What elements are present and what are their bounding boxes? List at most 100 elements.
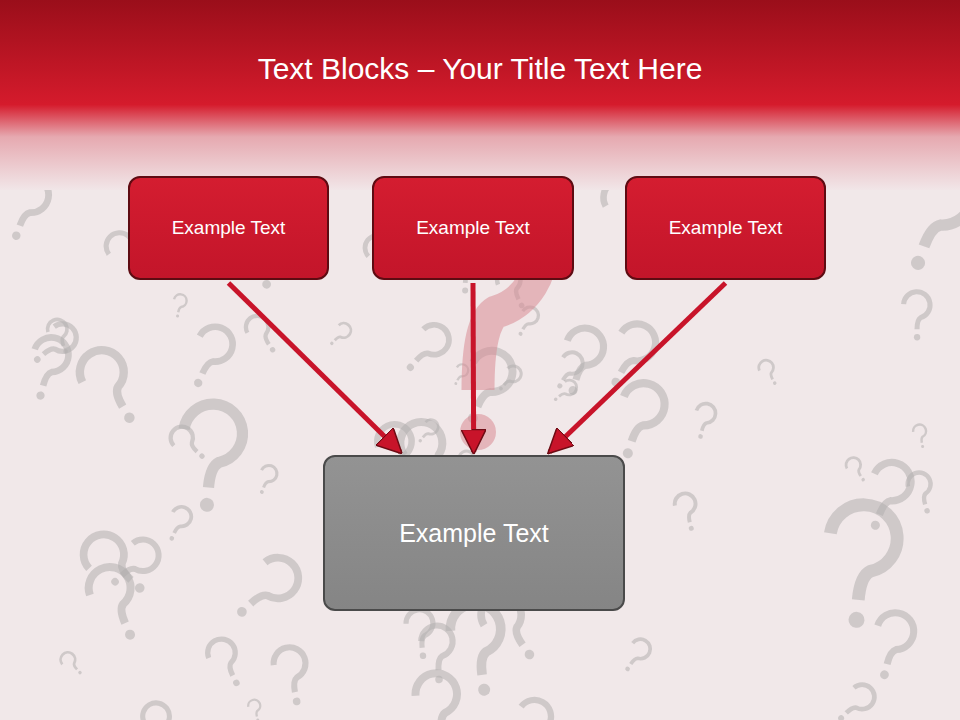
question-mark-dot (269, 346, 276, 353)
question-mark-shape (325, 320, 354, 349)
question-mark-hook (504, 694, 557, 720)
question-mark-dot (861, 477, 866, 482)
question-mark-dot (924, 507, 931, 514)
question-mark-hook (179, 402, 245, 490)
question-mark-hook (45, 317, 73, 350)
text-block: Example Text (625, 176, 826, 280)
question-mark-dot (921, 445, 925, 449)
arrow-connector (471, 283, 477, 452)
question-mark-shape (830, 679, 879, 720)
question-mark-dot (688, 525, 694, 531)
question-mark-hook (186, 321, 238, 380)
question-mark-dot (198, 452, 206, 460)
question-mark-shape (756, 358, 782, 389)
text-block: Example Text (372, 176, 574, 280)
question-mark-shape (843, 455, 870, 485)
question-mark-dot (256, 718, 259, 720)
title-band (0, 0, 960, 190)
question-mark-shape (224, 549, 306, 630)
question-mark-shape (866, 609, 918, 684)
question-mark-dot (11, 230, 22, 241)
question-mark-shape (856, 457, 917, 536)
question-mark-dot (556, 382, 563, 389)
question-mark-dot (914, 334, 920, 340)
question-mark-hook (75, 526, 144, 595)
question-mark-hook (612, 378, 670, 448)
question-mark-shape (247, 698, 264, 720)
question-mark-hook (554, 377, 579, 402)
question-mark-shape (72, 342, 151, 434)
question-mark-dot (622, 447, 635, 460)
question-mark-dot (133, 581, 147, 595)
question-mark-shape (254, 463, 280, 497)
question-mark-dot (35, 391, 45, 401)
block-text: Example Text (172, 217, 286, 240)
question-mark-shape (447, 601, 510, 700)
question-mark-dot (418, 438, 423, 443)
question-mark-hook (843, 455, 867, 480)
question-mark-dot (523, 648, 536, 661)
question-mark-hook (237, 549, 307, 618)
question-mark-dot (405, 362, 415, 372)
question-mark-dot (837, 714, 845, 720)
question-mark-dot (232, 678, 241, 687)
question-mark-dot (624, 666, 630, 672)
arrow-connector (549, 283, 725, 452)
question-mark-dot (869, 519, 881, 531)
question-mark-shape (271, 645, 313, 708)
block-text: Example Text (416, 217, 530, 240)
block-text: Example Text (399, 518, 549, 548)
question-mark-dot (553, 397, 558, 402)
question-mark-hook (271, 645, 311, 695)
question-mark-hook (203, 634, 245, 681)
question-mark-shape (26, 318, 82, 372)
question-mark-hook (34, 318, 81, 364)
question-mark-shape (171, 293, 188, 318)
slide-title: Text Blocks – Your Title Text Here (0, 52, 960, 86)
question-mark-shape (101, 533, 165, 596)
question-mark-hook (420, 625, 454, 671)
question-mark-dot (518, 331, 523, 336)
question-mark-hook (26, 334, 72, 390)
question-mark-hook (447, 601, 507, 679)
question-mark-dot (122, 411, 136, 425)
question-mark-hook (256, 463, 279, 490)
question-mark-dot (169, 535, 175, 541)
question-mark-shape (58, 649, 87, 678)
question-mark-hook (904, 292, 931, 330)
question-mark-dot (477, 683, 491, 697)
question-mark-dot (462, 287, 468, 293)
question-mark-shape (691, 402, 718, 441)
question-mark-hook (756, 358, 779, 383)
question-mark-dot (123, 628, 136, 641)
question-mark-hook (912, 423, 928, 444)
question-mark-shape (905, 470, 939, 517)
question-mark-dot (292, 697, 301, 706)
question-mark-hook (558, 324, 608, 385)
question-mark-dot (454, 382, 458, 386)
question-mark-shape (904, 292, 931, 341)
question-mark-dot (460, 414, 496, 450)
question-mark-dot (176, 314, 180, 318)
question-mark-hook (692, 402, 717, 433)
question-mark-shape (673, 491, 702, 533)
block-text: Example Text (669, 217, 783, 240)
question-mark-hook (905, 470, 936, 508)
question-mark-dot (193, 378, 204, 389)
question-mark-dot (772, 381, 777, 386)
question-mark-dot (698, 434, 704, 440)
question-mark-dot (78, 670, 83, 675)
question-mark-dot (329, 341, 334, 346)
question-mark-shape (177, 402, 245, 515)
question-mark-dot (235, 605, 249, 619)
question-mark-hook (825, 502, 900, 603)
text-block: Example Text (128, 176, 329, 280)
question-mark-hook (247, 698, 263, 717)
question-mark-hook (172, 293, 188, 313)
question-mark-hook (869, 609, 917, 669)
question-mark-shape (138, 698, 184, 720)
question-mark-hook (138, 698, 179, 720)
